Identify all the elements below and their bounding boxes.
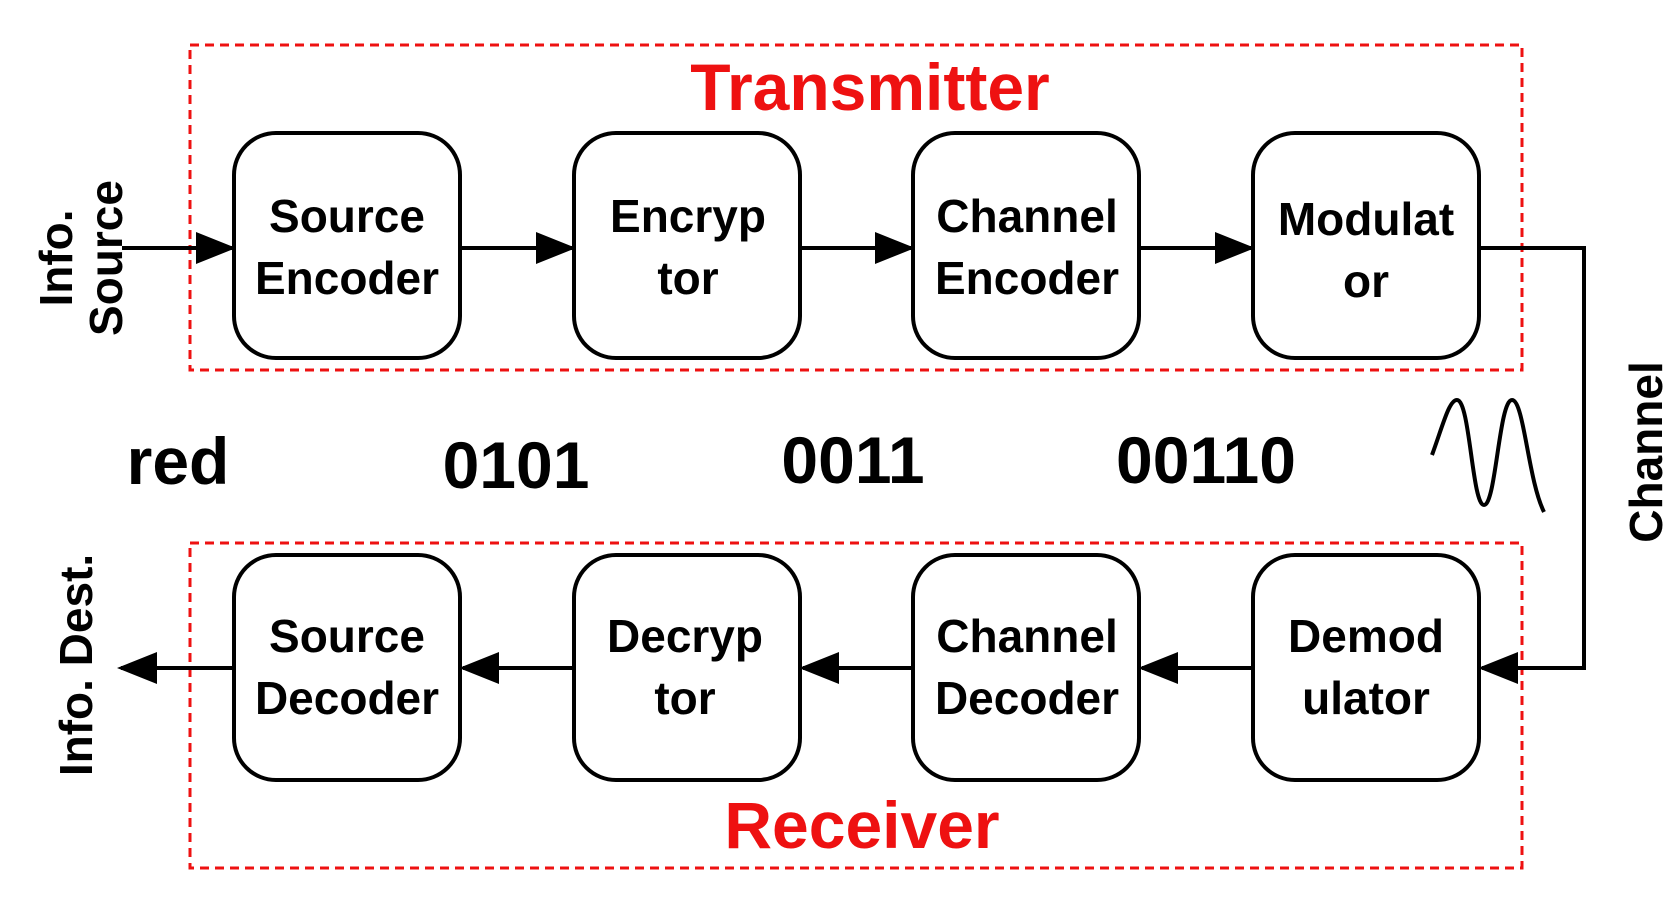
channel-encoder-block: Channel Encoder	[911, 131, 1141, 360]
modulator-label-line1: Modulat	[1278, 193, 1454, 245]
encryptor-label-line2: tor	[657, 252, 718, 304]
channel-path	[1478, 246, 1586, 684]
channel-decoder-label-line2: Decoder	[935, 672, 1119, 724]
signal-encrypted: 0011	[781, 423, 924, 497]
encryptor-block: Encryp tor	[572, 131, 802, 360]
decryptor-block: Decryp tor	[572, 553, 802, 782]
modulator-label-line2: or	[1343, 255, 1389, 307]
source-decoder-box	[232, 553, 462, 782]
encryptor-box	[572, 131, 802, 360]
source-decoder-block: Source Decoder	[232, 553, 462, 782]
source-decoder-label-line2: Decoder	[255, 672, 439, 724]
decryptor-box	[572, 553, 802, 782]
signal-plaintext: red	[127, 424, 230, 498]
demodulator-block: Demod ulator	[1251, 553, 1481, 782]
source-encoder-label-line1: Source	[269, 190, 425, 242]
channel-encoder-label-line2: Encoder	[935, 252, 1119, 304]
receiver-frame	[188, 541, 1524, 870]
demodulator-box	[1251, 553, 1481, 782]
demodulator-label-line1: Demod	[1288, 610, 1444, 662]
channel-decoder-block: Channel Decoder	[911, 553, 1141, 782]
transmitter-title: Transmitter	[690, 50, 1049, 124]
decryptor-label-line1: Decryp	[607, 610, 763, 662]
info-source-label-line2: Source	[80, 180, 132, 336]
signal-encoded: 0101	[443, 428, 590, 502]
channel-encoder-box	[911, 131, 1141, 360]
receiver-title: Receiver	[724, 788, 999, 862]
channel-decoder-label-line1: Channel	[936, 610, 1117, 662]
modulator-block: Modulat or	[1251, 131, 1481, 360]
signal-channel-coded: 00110	[1116, 423, 1296, 497]
transmitter-frame	[188, 43, 1524, 372]
info-source-label-line1: Info.	[30, 209, 82, 306]
encryptor-label-line1: Encryp	[610, 190, 766, 242]
info-destination-label: Info. Dest.	[50, 554, 102, 776]
channel-decoder-box	[911, 553, 1141, 782]
source-encoder-block: Source Encoder	[232, 131, 462, 360]
demodulator-label-line2: ulator	[1302, 672, 1430, 724]
channel-encoder-label-line1: Channel	[936, 190, 1117, 242]
waveform-icon	[1430, 397, 1546, 513]
channel-label: Channel	[1620, 361, 1672, 542]
source-decoder-label-line1: Source	[269, 610, 425, 662]
source-encoder-box	[232, 131, 462, 360]
decryptor-label-line2: tor	[654, 672, 715, 724]
modulator-box	[1251, 131, 1481, 360]
source-encoder-label-line2: Encoder	[255, 252, 439, 304]
